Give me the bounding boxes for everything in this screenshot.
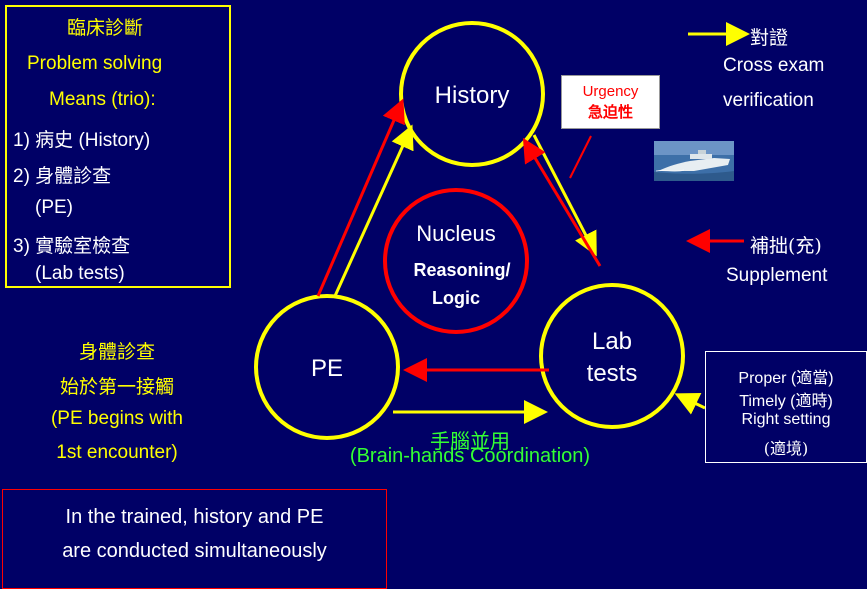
legend-verify-line1: Cross exam <box>723 55 825 76</box>
arrow-lab-to-history <box>522 137 602 267</box>
pe-note-line3: (PE begins with <box>50 408 183 429</box>
lab-tests-circle <box>539 283 685 429</box>
arrow-history-to-lab <box>532 134 597 257</box>
trained-note-line2: are conducted simultaneously <box>62 540 327 562</box>
means-item-pe-abbr: (PE) <box>35 197 73 218</box>
lab-label-line1: Lab <box>592 328 632 355</box>
legend-supp-zh: 補拙(充) <box>750 235 822 257</box>
means-item-lab-en: (Lab tests) <box>35 263 125 284</box>
nucleus-circle <box>383 188 529 334</box>
nucleus-label: Nucleus <box>416 221 495 246</box>
lab-label-line2: tests <box>587 360 638 387</box>
urgency-label-en: Urgency <box>582 83 639 100</box>
history-circle <box>399 21 545 167</box>
pe-note-line4: 1st encounter) <box>56 442 178 463</box>
urgency-box: Urgency 急迫性 <box>561 75 660 129</box>
means-title-en: Problem solving <box>27 53 163 74</box>
quality-box: Proper (適當) Timely (適時) Right setting (適… <box>705 351 867 463</box>
pe-label: PE <box>311 355 343 382</box>
urgency-pointer <box>569 135 592 179</box>
legend-verify-zh: 對證 <box>750 27 789 49</box>
means-box: 臨床診斷 Problem solving Means (trio): 1) 病史… <box>5 5 231 288</box>
coordination-zh: 手腦並用 <box>430 429 510 453</box>
pe-note: 身體診查 始於第一接觸 (PE begins with 1st encounte… <box>2 332 232 482</box>
urgency-label-zh: 急迫性 <box>587 103 633 121</box>
pe-circle <box>254 294 400 440</box>
means-item-history: 1) 病史 (History) <box>13 130 151 151</box>
pe-note-line1: 身體診查 <box>78 341 155 363</box>
ship-image <box>654 141 734 181</box>
means-item-lab: 3) 實驗室檢查 <box>13 236 131 257</box>
pe-note-line2: 始於第一接觸 <box>59 376 174 398</box>
trained-note-box: In the trained, history and PE are condu… <box>2 489 387 589</box>
coordination-caption: 手腦並用 (Brain-hands Coordination) <box>295 425 645 475</box>
quality-proper: Proper (適當) <box>738 370 834 387</box>
logic-label: Logic <box>432 288 480 308</box>
means-title-zh: 臨床診斷 <box>67 17 144 39</box>
arrow-pe-to-history-red <box>316 98 405 297</box>
arrow-pe-to-history <box>333 124 414 297</box>
quality-right-setting: Right setting <box>741 411 831 428</box>
means-subtitle: Means (trio): <box>49 89 156 110</box>
quality-setting-zh: (適境) <box>763 439 809 458</box>
legend-verify-line2: verification <box>723 90 814 111</box>
trained-note-line1: In the trained, history and PE <box>65 506 324 528</box>
legend-supplement: 補拙(充) Supplement <box>690 228 867 298</box>
reasoning-label: Reasoning/ <box>413 260 510 280</box>
quality-timely: Timely (適時) <box>739 393 833 410</box>
history-label: History <box>435 82 510 109</box>
means-item-pe: 2) 身體診查 <box>13 166 112 187</box>
coordination-en: (Brain-hands Coordination) <box>349 445 591 467</box>
quality-pointer-arrow <box>674 392 706 415</box>
legend-verification: 對證 Cross exam verification <box>690 20 867 120</box>
legend-supp-line1: Supplement <box>726 265 828 286</box>
